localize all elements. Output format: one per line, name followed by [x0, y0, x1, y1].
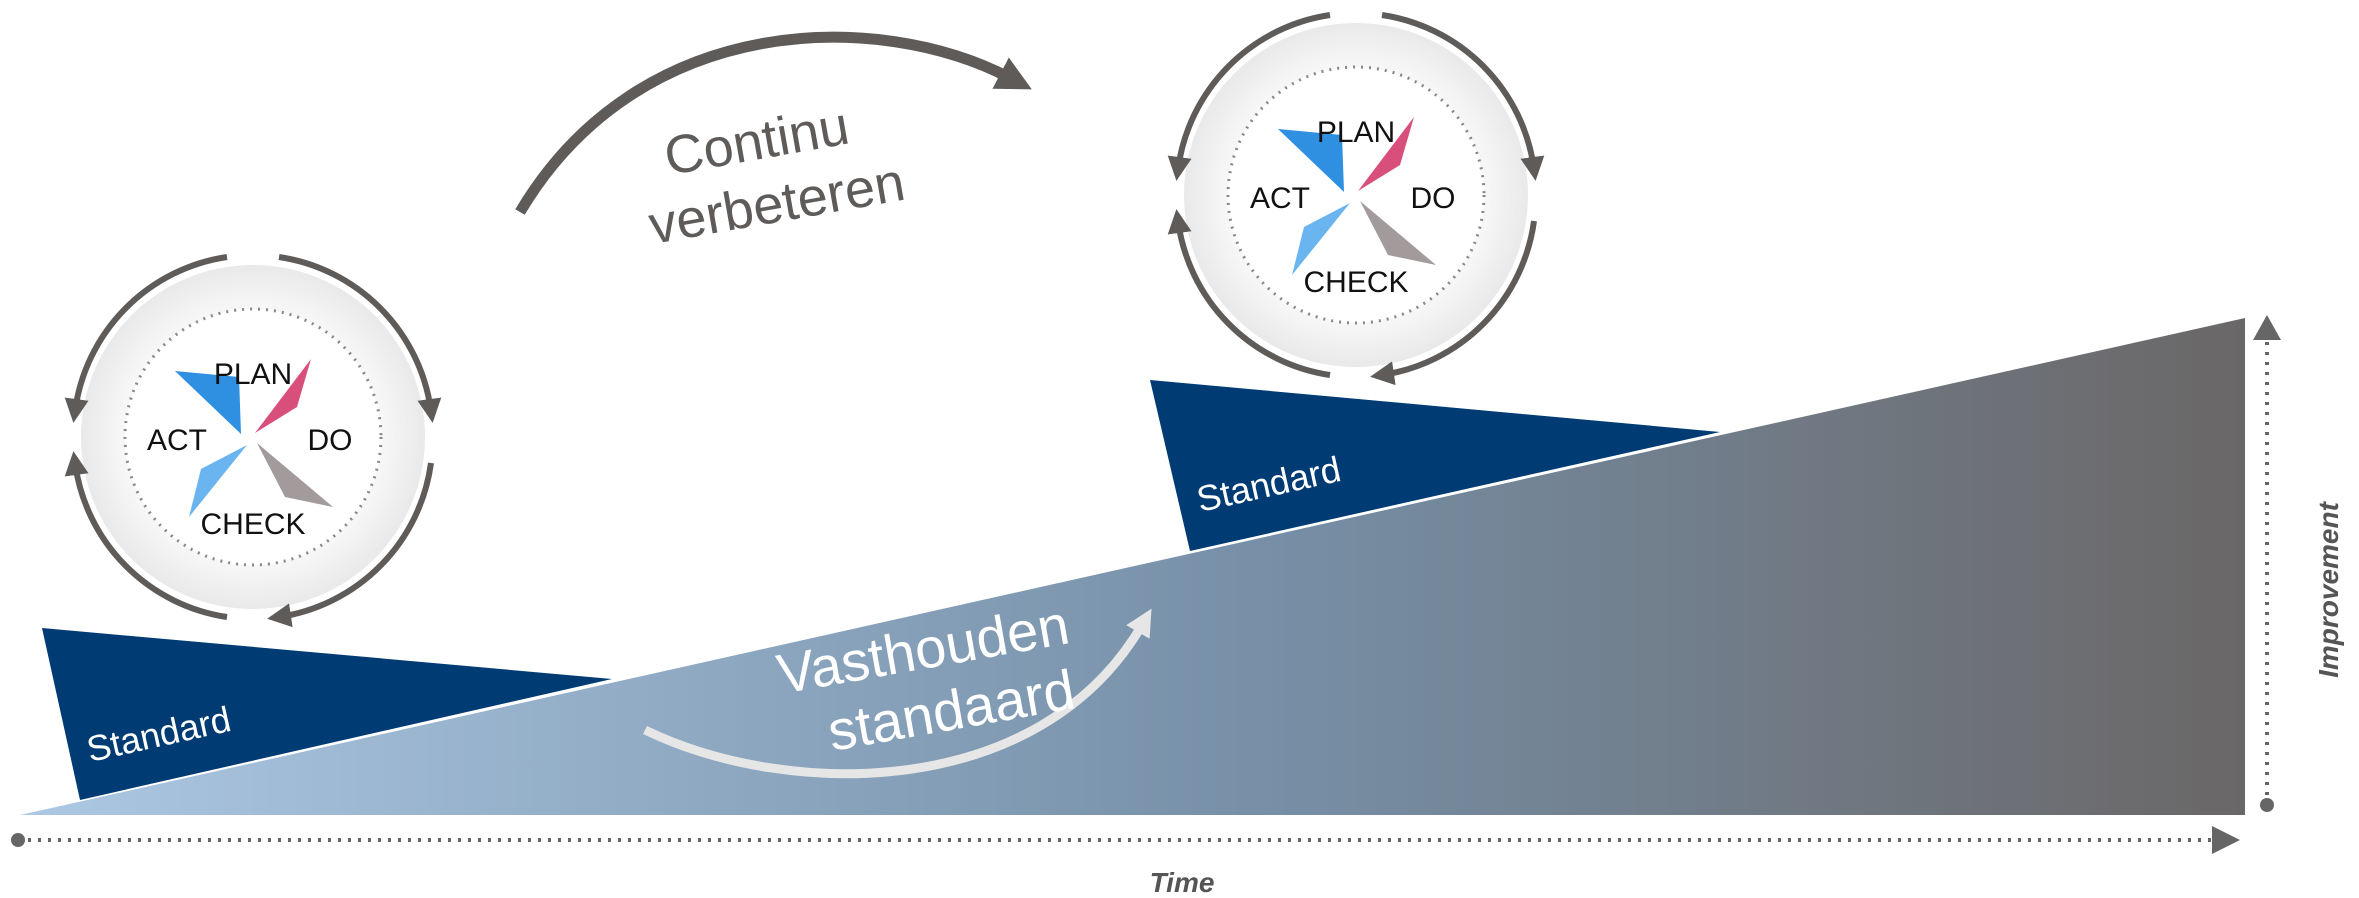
pdca-wheel-1: PLAN DO CHECK ACT — [64, 254, 442, 628]
pdca-plan-label: PLAN — [1317, 116, 1395, 149]
improvement-axis — [2253, 315, 2281, 812]
check-blade — [257, 443, 333, 507]
plan-blade — [175, 371, 241, 434]
pdca-wheel-2: PLAN DO CHECK ACT — [1167, 12, 1545, 386]
check-blade — [1360, 201, 1436, 265]
pdca-do-label: DO — [1411, 182, 1456, 215]
continuous-improvement-arrow — [515, 31, 1032, 215]
pdca-check-label: CHECK — [1303, 266, 1408, 299]
standard-wedge-1 — [42, 628, 612, 800]
pdca-act-label: ACT — [1250, 182, 1310, 215]
improvement-ramp — [20, 318, 2245, 815]
standard-wedge-2 — [1150, 380, 1720, 551]
do-blade — [1358, 117, 1414, 191]
pdca-plan-label: PLAN — [214, 358, 292, 391]
do-blade — [255, 359, 311, 433]
act-blade — [1292, 203, 1350, 275]
improvement-axis-label: Improvement — [2313, 500, 2344, 677]
continuous-improvement-label: Continu verbeteren — [644, 96, 909, 256]
pdca-check-label: CHECK — [200, 508, 305, 541]
pdca-do-label: DO — [308, 424, 353, 457]
time-axis-label: Time — [1150, 867, 1215, 898]
time-axis — [11, 826, 2240, 854]
hold-standard-arrow — [643, 608, 1152, 779]
plan-blade — [1278, 129, 1344, 192]
pdca-act-label: ACT — [147, 424, 207, 457]
act-blade — [189, 445, 247, 517]
